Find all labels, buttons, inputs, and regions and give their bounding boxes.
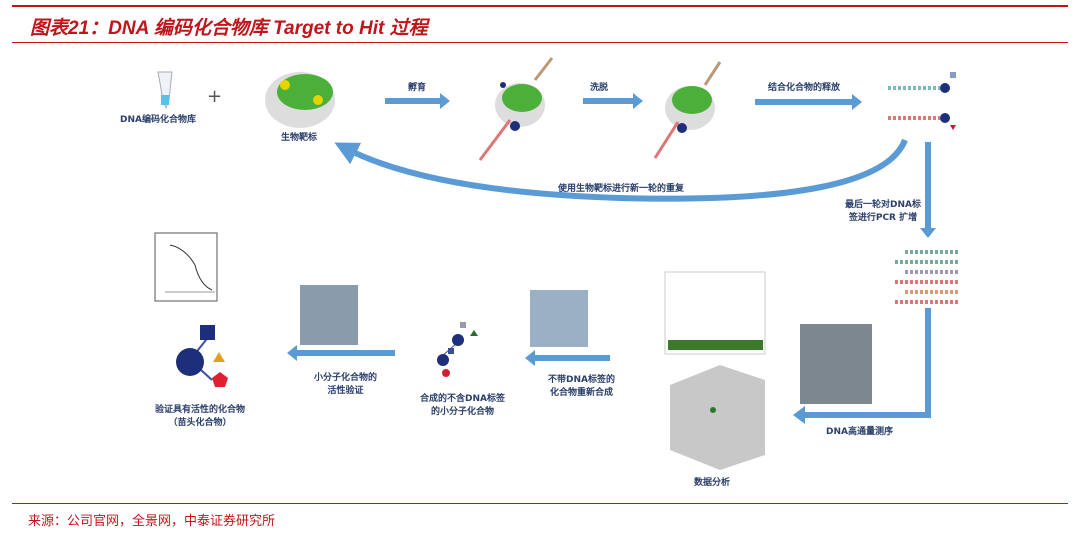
arrows — [287, 93, 936, 424]
analysis-label: 数据分析 — [694, 478, 731, 488]
resynth-label: 不带DNA标签的化合物重新合成 — [548, 374, 615, 400]
arrow-sequencing — [793, 308, 931, 424]
release-label: 结合化合物的释放 — [768, 83, 841, 93]
arrow-elute — [583, 93, 643, 109]
hit-label-line2: （苗头化合物） — [168, 418, 232, 428]
footer-rule — [12, 503, 1068, 504]
activity-label: 小分子化合物的活性验证 — [314, 372, 377, 398]
figure-title: 图表21：DNA 编码化合物库 Target to Hit 过程 — [30, 18, 428, 39]
small-molecule-icon — [437, 322, 478, 377]
incubate-label: 孵育 — [408, 83, 427, 93]
sequencer-photo — [800, 324, 872, 404]
tube-icon — [157, 71, 173, 110]
sequencing-plot-thumbnail — [664, 271, 766, 355]
library-label: DNA编码化合物库 — [120, 115, 196, 125]
pcr-label: 最后一轮对DNA标签进行PCR 扩增 — [845, 199, 921, 225]
hit-compound-icon — [176, 325, 228, 387]
released-dna-icon — [888, 72, 956, 130]
activity-label-line1: 小分子化合物的 — [314, 373, 378, 383]
small-molecule-label-line2: 的小分子化合物 — [430, 407, 494, 417]
ic50-chart-thumbnail — [154, 232, 218, 302]
top-rule — [12, 5, 1068, 7]
protein-eluted-icon — [653, 61, 722, 159]
resynth-label-line1: 不带DNA标签的 — [548, 375, 615, 385]
pcr-label-line1: 最后一轮对DNA标 — [845, 200, 921, 210]
activity-label-line2: 活性验证 — [327, 386, 364, 396]
3d-scatter-thumbnail — [670, 365, 765, 470]
arrow-pcr — [920, 142, 936, 238]
repeat-label: 使用生物靶标进行新一轮的重复 — [558, 184, 685, 194]
protein-target-icon — [265, 72, 335, 128]
pcr-label-line2: 签进行PCR 扩增 — [848, 213, 918, 223]
arrow-incubate — [385, 93, 450, 109]
title-rule — [12, 42, 1068, 43]
protein-bound-icon — [478, 57, 554, 161]
hit-label: 验证具有活性的化合物 （苗头化合物） — [155, 404, 245, 430]
lab-photo-2 — [530, 290, 588, 347]
arrow-release — [755, 94, 862, 110]
resynth-label-line2: 化合物重新合成 — [549, 388, 613, 398]
sequencing-label: DNA高通量测序 — [826, 427, 893, 437]
plus-sign: + — [207, 86, 223, 107]
elute-label: 洗脱 — [590, 83, 609, 93]
arrow-resynth — [525, 350, 610, 366]
arrow-repeat — [334, 138, 908, 202]
lab-photo-1 — [300, 285, 358, 345]
target-label: 生物靶标 — [281, 133, 318, 143]
small-molecule-label-line1: 合成的不含DNA标签 — [420, 394, 505, 404]
hit-label-line1: 验证具有活性的化合物 — [155, 405, 246, 415]
amplified-dna-icon — [895, 250, 960, 304]
small-molecule-label: 合成的不含DNA标签的小分子化合物 — [420, 393, 505, 419]
arrow-activity — [287, 345, 395, 361]
source-note: 来源：公司官网，全景网，中泰证券研究所 — [28, 514, 276, 529]
